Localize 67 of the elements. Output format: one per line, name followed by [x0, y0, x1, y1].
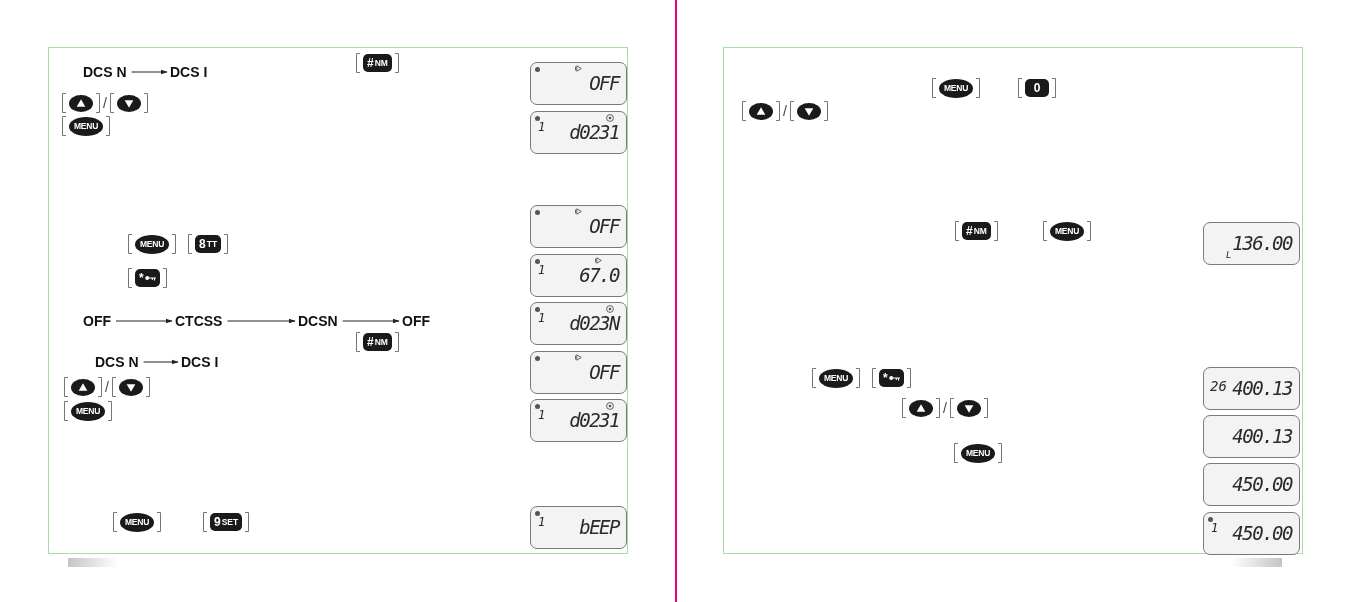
lcd-display	[530, 506, 627, 549]
lcd-indicator-digit: 1	[538, 121, 546, 134]
lcd-display	[530, 111, 627, 154]
lcd-readout: d023N	[569, 312, 619, 334]
lcd-indicator-digit: 1	[538, 409, 546, 422]
keypad-key: MENU	[71, 401, 105, 421]
step-label: DCS N	[95, 353, 139, 371]
keypad-key: MENU	[1050, 221, 1084, 241]
lcd-indicator-digit: 1	[538, 312, 546, 325]
keypad-key: MENU	[819, 368, 853, 388]
slash-separator: /	[943, 399, 947, 417]
lcd-display	[1203, 367, 1300, 410]
lcd-display	[530, 254, 627, 297]
lcd-display	[530, 351, 627, 394]
keypad-key: #NM	[363, 333, 392, 351]
step-label: DCS N	[83, 63, 127, 81]
slash-separator: /	[783, 102, 787, 120]
lcd-display	[530, 399, 627, 442]
lcd-display	[530, 205, 627, 248]
keypad-key: 0	[1025, 79, 1049, 97]
arrow	[131, 69, 168, 75]
lcd-indicator-digit: L	[1226, 250, 1232, 260]
lcd-display	[1203, 512, 1300, 555]
lcd-readout: OFF	[589, 215, 619, 237]
lcd-indicator-digit: 1	[538, 516, 546, 529]
lcd-readout: 400.13	[1232, 377, 1292, 399]
step-label: OFF	[83, 312, 111, 330]
lcd-indicator-digit: 1	[538, 264, 546, 277]
lcd-indicator-digit: 26	[1210, 379, 1227, 394]
keypad-key: MENU	[939, 78, 973, 98]
slash-separator: /	[105, 378, 109, 396]
lcd-readout: 136.00	[1232, 232, 1292, 254]
lcd-display	[1203, 463, 1300, 506]
lcd-display	[1203, 415, 1300, 458]
step-label: OFF	[402, 312, 430, 330]
arrow	[342, 318, 400, 324]
lcd-indicator-digit: 1	[1211, 522, 1219, 535]
keypad-key: 8TT	[195, 235, 222, 253]
arrow	[226, 318, 296, 324]
keypad-key: MENU	[69, 116, 103, 136]
keypad-key: 9SET	[210, 513, 243, 531]
lcd-readout: d0231	[569, 409, 619, 431]
lcd-readout: 67.0	[579, 264, 619, 286]
keypad-key: MENU	[120, 512, 154, 532]
lcd-readout: OFF	[589, 361, 619, 383]
step-label: CTCSS	[175, 312, 223, 330]
key-legend: *	[883, 369, 888, 387]
lcd-readout: 450.00	[1232, 473, 1292, 495]
lcd-display	[1203, 222, 1300, 265]
key-legend: *	[139, 269, 144, 287]
lcd-readout: OFF	[589, 72, 619, 94]
arrow	[143, 359, 179, 365]
keypad-key: MENU	[961, 443, 995, 463]
lcd-readout: d0231	[569, 121, 619, 143]
lcd-readout: 400.13	[1232, 425, 1292, 447]
arrow	[115, 318, 173, 324]
keypad-key: #NM	[962, 222, 991, 240]
step-label: DCS I	[181, 353, 219, 371]
keypad-key: MENU	[135, 234, 169, 254]
lcd-readout: bEEP	[579, 516, 619, 538]
keypad-key: #NM	[363, 54, 392, 72]
slash-separator: /	[103, 94, 107, 112]
step-label: DCS I	[170, 63, 208, 81]
step-label: DCSN	[298, 312, 338, 330]
lcd-display	[530, 62, 627, 105]
lcd-readout: 450.00	[1232, 522, 1292, 544]
lcd-display	[530, 302, 627, 345]
